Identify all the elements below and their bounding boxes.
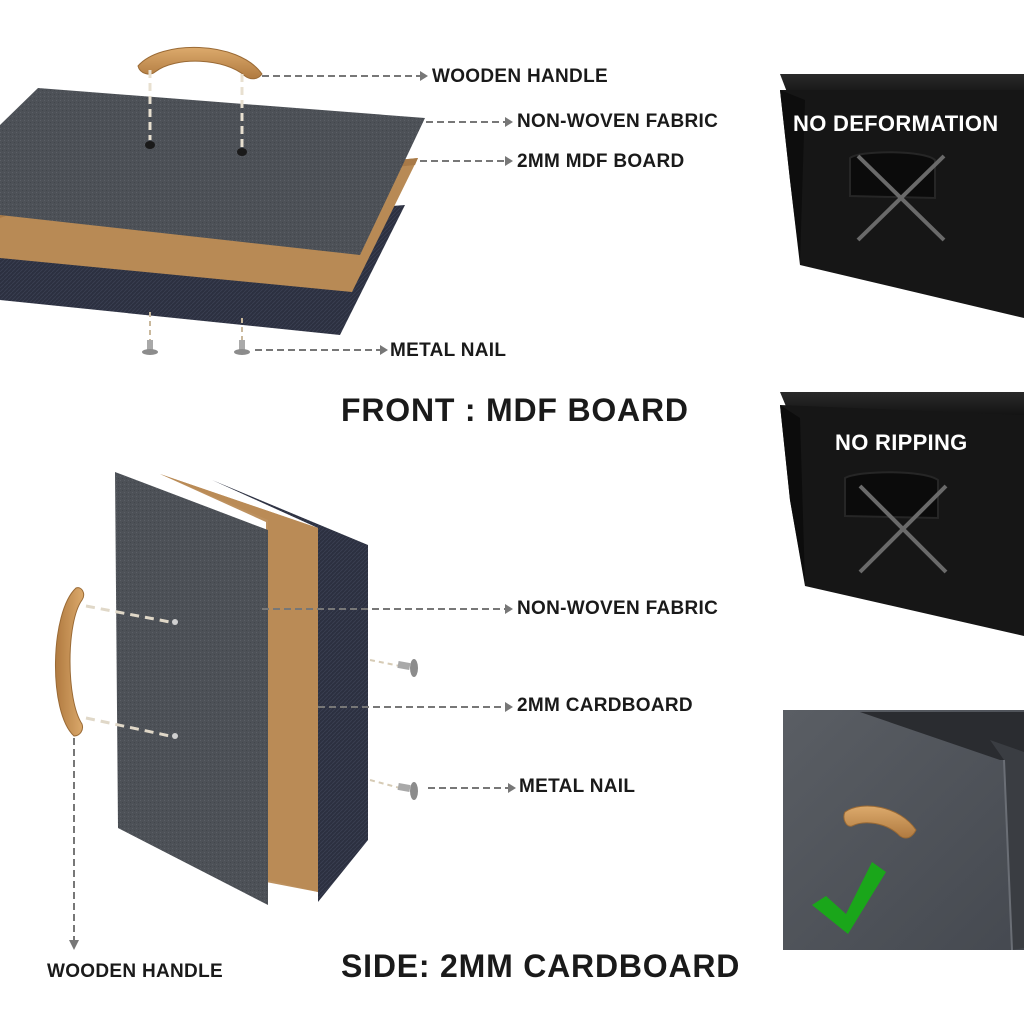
side-board-label: 2MM CARDBOARD xyxy=(517,695,693,716)
panel-no-deformation xyxy=(780,74,1024,318)
side-metal-nail xyxy=(369,659,418,800)
panel-approved xyxy=(783,710,1024,951)
side-wooden-handle xyxy=(55,587,85,737)
cross-icon xyxy=(856,154,946,242)
side-fabric-label: NON-WOVEN FABRIC xyxy=(517,598,719,619)
front-fabric-layer xyxy=(0,88,425,255)
side-nail-label: METAL NAIL xyxy=(519,776,636,797)
front-wooden-handle xyxy=(137,46,263,80)
panel-no-ripping xyxy=(780,392,1024,636)
panel-no-ripping-text: NO RIPPING xyxy=(835,430,968,455)
side-backing-layer xyxy=(212,480,368,902)
front-caption: FRONT : MDF BOARD xyxy=(341,392,689,428)
front-board-label: 2MM MDF BOARD xyxy=(517,151,685,172)
side-handle-label: WOODEN HANDLE xyxy=(47,961,223,982)
front-handle-label: WOODEN HANDLE xyxy=(432,66,608,87)
side-assembly xyxy=(55,472,516,950)
panel-no-deformation-text: NO DEFORMATION xyxy=(793,111,999,136)
front-nail-label: METAL NAIL xyxy=(390,340,507,361)
front-assembly xyxy=(0,46,513,355)
front-fabric-label: NON-WOVEN FABRIC xyxy=(517,111,719,132)
side-caption: SIDE: 2MM CARDBOARD xyxy=(341,948,741,984)
side-fabric-layer xyxy=(115,472,268,905)
front-metal-nail xyxy=(142,340,250,355)
cross-icon xyxy=(858,484,948,574)
check-icon xyxy=(812,862,886,934)
